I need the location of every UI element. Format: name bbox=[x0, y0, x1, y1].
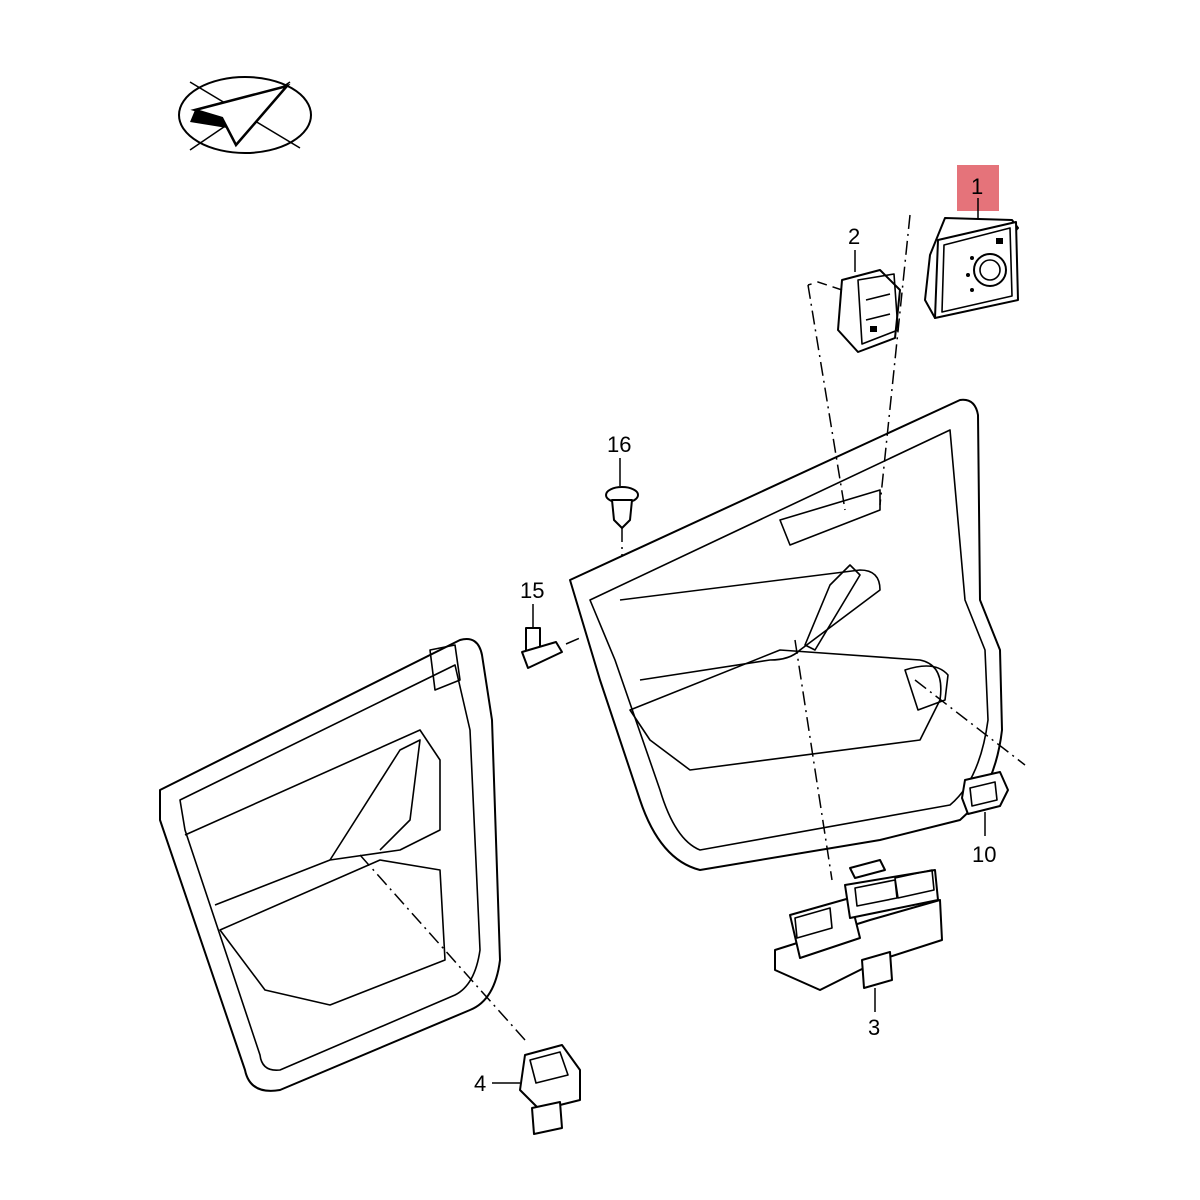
rear-door-trim-panel bbox=[159, 638, 501, 1092]
clip-part-16[interactable] bbox=[605, 486, 639, 529]
callout-10: 10 bbox=[972, 842, 996, 867]
callout-15: 15 bbox=[520, 578, 544, 603]
window-switch-part-4[interactable] bbox=[519, 1044, 581, 1135]
clip-part-15[interactable] bbox=[521, 627, 563, 669]
lock-switch-part-2[interactable] bbox=[807, 269, 901, 353]
direction-arrow-icon bbox=[178, 76, 312, 154]
window-switch-part-3[interactable] bbox=[774, 859, 943, 991]
callout-3: 3 bbox=[868, 1015, 880, 1040]
mirror-switch-part-1[interactable] bbox=[924, 217, 1019, 319]
callout-4: 4 bbox=[474, 1071, 486, 1096]
callout-2: 2 bbox=[848, 224, 860, 249]
callout-1: 1 bbox=[971, 174, 983, 199]
front-door-trim-panel bbox=[569, 398, 1003, 871]
callout-16: 16 bbox=[607, 432, 631, 457]
switch-part-10[interactable] bbox=[961, 771, 1009, 815]
